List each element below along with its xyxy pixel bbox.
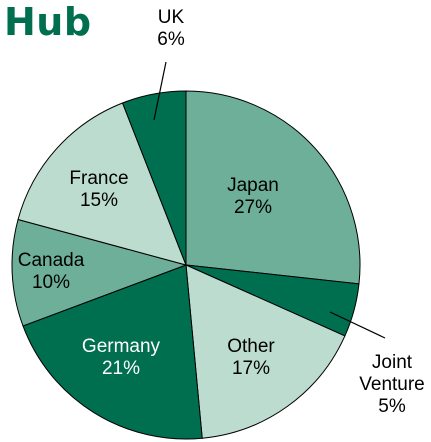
leader-lines bbox=[153, 61, 386, 339]
pie-slices bbox=[11, 90, 361, 440]
pie-slice-germany bbox=[22, 264, 203, 440]
leader-line-uk bbox=[153, 61, 167, 121]
pie-slice-canada bbox=[11, 218, 188, 327]
pie-slice-japan bbox=[185, 90, 361, 285]
pie-slice-france bbox=[17, 102, 187, 266]
chart-title: Hub bbox=[4, 0, 92, 44]
pie-slice-uk bbox=[121, 90, 187, 266]
leader-line-joint-venture bbox=[329, 311, 386, 339]
pie-slice-other bbox=[185, 264, 346, 439]
